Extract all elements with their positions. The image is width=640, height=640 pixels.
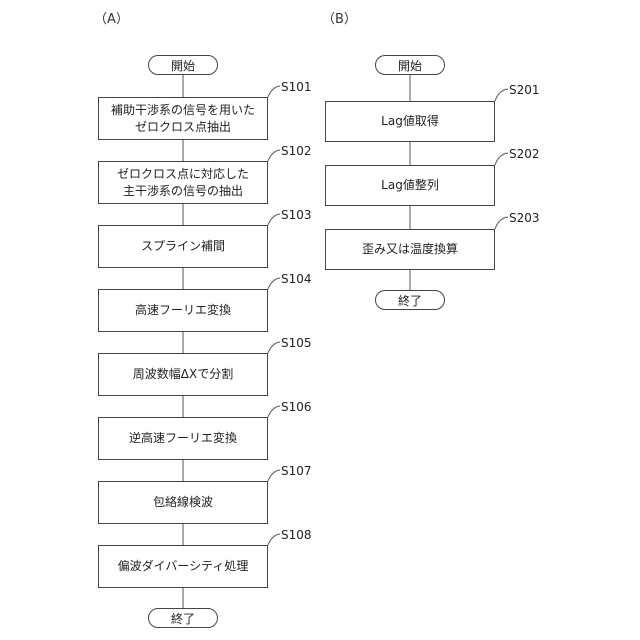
step-text-s107: 包絡線検波: [153, 494, 213, 511]
step-id-s101: S101: [281, 80, 312, 94]
step-box-s105: 周波数幅ΔXで分割: [98, 353, 268, 396]
step-text-s103: スプライン補間: [141, 238, 225, 255]
step-text-s101: 補助干渉系の信号を用いた ゼロクロス点抽出: [111, 102, 255, 136]
step-box-s203: 歪み又は温度換算: [325, 229, 495, 270]
step-id-s102: S102: [281, 144, 312, 158]
step-text-s108: 偏波ダイバーシティ処理: [118, 558, 249, 575]
step-box-s104: 高速フーリエ変換: [98, 289, 268, 332]
step-id-s108: S108: [281, 528, 312, 542]
leader-s203: [495, 217, 508, 229]
step-box-s106: 逆高速フーリエ変換: [98, 417, 268, 460]
step-box-s101: 補助干渉系の信号を用いた ゼロクロス点抽出: [98, 97, 268, 140]
step-box-s202: Lag値整列: [325, 165, 495, 206]
panel-a-start-terminal: 開始: [148, 55, 218, 75]
leader-s106: [268, 406, 280, 417]
step-id-s105: S105: [281, 336, 312, 350]
step-text-s105: 周波数幅ΔXで分割: [133, 366, 233, 383]
step-id-s103: S103: [281, 208, 312, 222]
panel-b-start-terminal: 開始: [375, 55, 445, 75]
panel-b-label: （B）: [322, 8, 357, 27]
step-box-s107: 包絡線検波: [98, 481, 268, 524]
step-text-s106: 逆高速フーリエ変換: [129, 430, 237, 447]
leader-s108: [268, 534, 280, 545]
step-id-s107: S107: [281, 464, 312, 478]
leader-s107: [268, 470, 280, 481]
step-box-s108: 偏波ダイバーシティ処理: [98, 545, 268, 588]
leader-s103: [268, 214, 280, 225]
panel-a-label: （A）: [94, 8, 129, 27]
leader-s201: [495, 89, 508, 101]
step-id-s106: S106: [281, 400, 312, 414]
step-id-s202: S202: [509, 147, 540, 161]
panel-a-end-terminal: 終了: [148, 608, 218, 628]
leader-s104: [268, 278, 280, 289]
step-text-s102: ゼロクロス点に対応した 主干渉系の信号の抽出: [117, 166, 249, 200]
step-box-s102: ゼロクロス点に対応した 主干渉系の信号の抽出: [98, 161, 268, 204]
leader-s102: [268, 150, 280, 161]
step-id-s203: S203: [509, 211, 540, 225]
step-text-s104: 高速フーリエ変換: [135, 302, 231, 319]
step-box-s201: Lag値取得: [325, 101, 495, 142]
step-box-s103: スプライン補間: [98, 225, 268, 268]
leader-s101: [268, 86, 280, 97]
step-id-s104: S104: [281, 272, 312, 286]
leader-s202: [495, 153, 508, 165]
leader-s105: [268, 342, 280, 353]
panel-b-end-terminal: 終了: [375, 290, 445, 310]
step-text-s203: 歪み又は温度換算: [362, 241, 458, 258]
step-text-s202: Lag値整列: [381, 177, 439, 194]
step-text-s201: Lag値取得: [381, 113, 439, 130]
step-id-s201: S201: [509, 83, 540, 97]
